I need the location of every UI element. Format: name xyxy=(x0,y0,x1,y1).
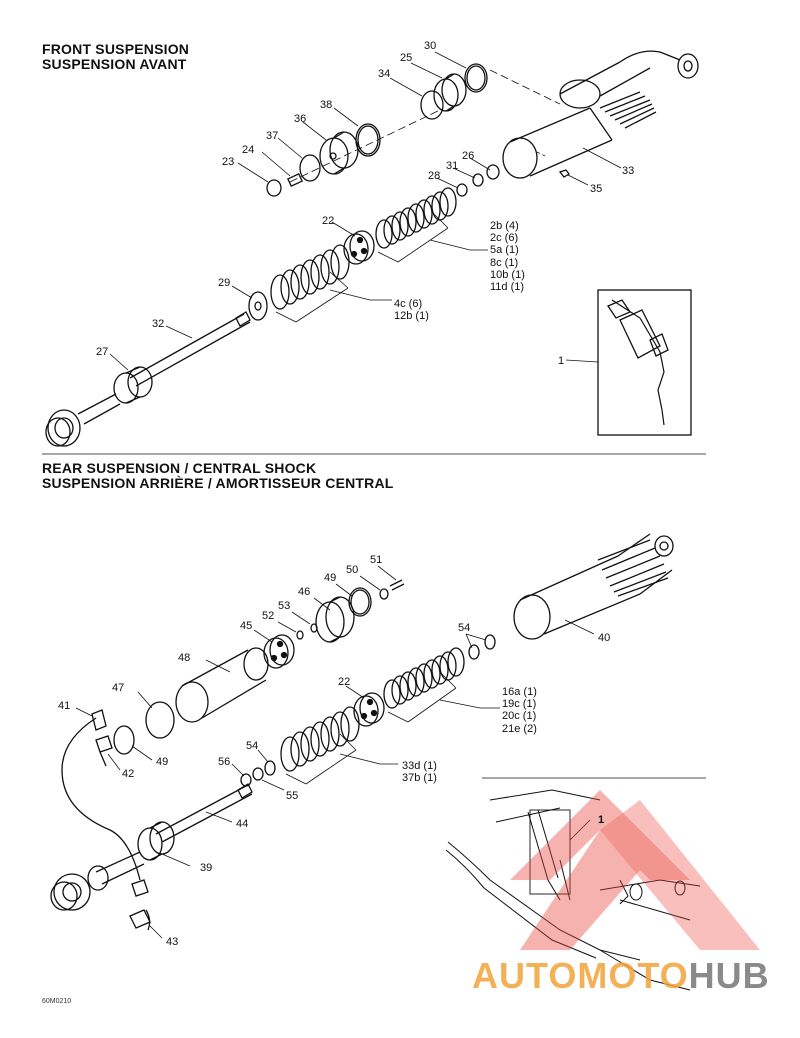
callout-40: 40 xyxy=(598,632,611,644)
figure-code: 60M0210 xyxy=(42,998,72,1005)
callout-39: 39 xyxy=(200,862,213,874)
rear-qty-list-a: 16a (1) 19c (1) 20c (1) 21e (2) xyxy=(502,686,537,735)
callout-28: 28 xyxy=(428,170,441,182)
callout-34: 34 xyxy=(378,68,391,80)
callout-37: 37 xyxy=(266,130,279,142)
front-title-fr: SUSPENSION AVANT xyxy=(42,56,187,72)
callout-55: 55 xyxy=(286,790,299,802)
watermark-part1: AUTOMOTO xyxy=(472,955,689,996)
callout-24: 24 xyxy=(242,144,255,156)
callout-49-lower: 49 xyxy=(156,756,169,768)
callout-26: 26 xyxy=(462,150,475,162)
rear-title-en: REAR SUSPENSION / CENTRAL SHOCK xyxy=(42,460,317,476)
watermark-text: AUTOMOTOHUB xyxy=(472,958,770,994)
callout-54-lower: 54 xyxy=(246,740,259,752)
callout-52: 52 xyxy=(262,610,275,622)
callout-27: 27 xyxy=(96,346,109,358)
front-title-en: FRONT SUSPENSION xyxy=(42,41,190,57)
callout-22-rear: 22 xyxy=(338,676,351,688)
rear-title-fr: SUSPENSION ARRIÈRE / AMORTISSEUR CENTRAL xyxy=(42,475,394,491)
front-qty-list-a: 2b (4) 2c (6) 5a (1) 8c (1) 10b (1) 11d … xyxy=(490,220,525,294)
callout-38: 38 xyxy=(320,99,333,111)
callout-47: 47 xyxy=(112,682,125,694)
callout-51: 51 xyxy=(370,554,383,566)
front-shock-body xyxy=(502,50,699,179)
callout-36: 36 xyxy=(294,113,307,125)
rear-qty-list-b: 33d (1) 37b (1) xyxy=(402,760,437,785)
watermark-logo xyxy=(510,790,760,950)
callout-31: 31 xyxy=(446,160,459,172)
callout-41: 41 xyxy=(58,700,71,712)
callout-45: 45 xyxy=(240,620,253,632)
callout-44: 44 xyxy=(236,818,249,830)
callout-23: 23 xyxy=(222,156,235,168)
callout-49: 49 xyxy=(324,572,337,584)
callout-35: 35 xyxy=(590,183,603,195)
callout-42: 42 xyxy=(122,768,135,780)
watermark-part2: HUB xyxy=(688,955,770,996)
callout-50: 50 xyxy=(346,564,359,576)
callout-48: 48 xyxy=(178,652,191,664)
front-qty-list-b: 4c (6) 12b (1) xyxy=(394,298,429,323)
callout-43: 43 xyxy=(166,936,179,948)
callout-53: 53 xyxy=(278,600,291,612)
callout-33: 33 xyxy=(622,165,635,177)
callout-54-upper: 54 xyxy=(458,622,471,634)
callout-29: 29 xyxy=(218,277,231,289)
callout-25: 25 xyxy=(400,52,413,64)
callout-32: 32 xyxy=(152,318,165,330)
callout-56: 56 xyxy=(218,756,231,768)
callout-1-rear: 1 xyxy=(598,814,605,826)
callout-22: 22 xyxy=(322,215,335,227)
callout-1-front: 1 xyxy=(558,355,565,367)
callout-46: 46 xyxy=(298,586,311,598)
callout-30: 30 xyxy=(424,40,437,52)
